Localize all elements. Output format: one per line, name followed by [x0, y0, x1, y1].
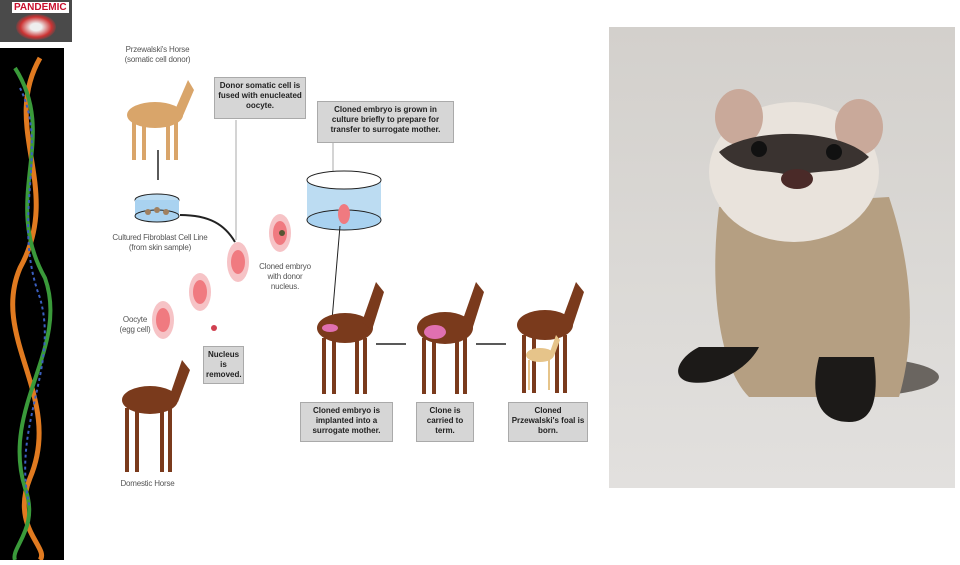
culture-step-box: Cloned embryo is grown in culture briefl…	[317, 101, 454, 143]
mother-and-foal-icon	[517, 282, 584, 393]
oocyte-label: Oocyte(egg cell)	[119, 315, 151, 334]
pregnant-horse-icon	[417, 282, 484, 394]
fused-cell-icon	[227, 242, 249, 282]
fused-step-box: Donor somatic cell is fused with enuclea…	[214, 77, 306, 119]
domestic-horse-label: Domestic Horse	[120, 479, 175, 488]
diagram-graphics	[122, 80, 584, 472]
dna-helix-image	[0, 48, 64, 562]
black-footed-ferret-icon	[678, 89, 939, 422]
przewalski-horse-icon	[127, 80, 194, 160]
dna-helix-icon	[10, 56, 53, 562]
fibroblast-dish-icon	[134, 193, 180, 223]
term-step-box: Clone is carried to term.	[416, 402, 474, 442]
implant-step-box: Cloned embryo is implanted into a surrog…	[300, 402, 393, 442]
cloning-diagram: Przewalski's Horse(somatic cell donor) D…	[100, 30, 600, 500]
surrogate-horse-icon	[317, 282, 384, 394]
oocyte-icon	[152, 301, 174, 339]
domestic-horse-icon	[122, 360, 190, 472]
donor-horse-label: Przewalski's Horse(somatic cell donor)	[124, 45, 191, 64]
pandemic-thumbnail: PANDEMIC	[0, 0, 72, 42]
virus-graphic	[16, 14, 56, 40]
nucleus-removed-box: Nucleus is removed.	[203, 346, 244, 384]
cloned-embryo-icon	[269, 214, 291, 252]
fibroblast-label: Cultured Fibroblast Cell Line(from skin …	[112, 233, 208, 252]
culture-dish-icon	[306, 170, 382, 231]
foal-born-box: Cloned Przewalski's foal is born.	[508, 402, 588, 442]
thumbnail-title: PANDEMIC	[12, 2, 69, 13]
enucleated-oocyte-icon	[189, 273, 211, 311]
ferret-photo	[609, 27, 955, 488]
